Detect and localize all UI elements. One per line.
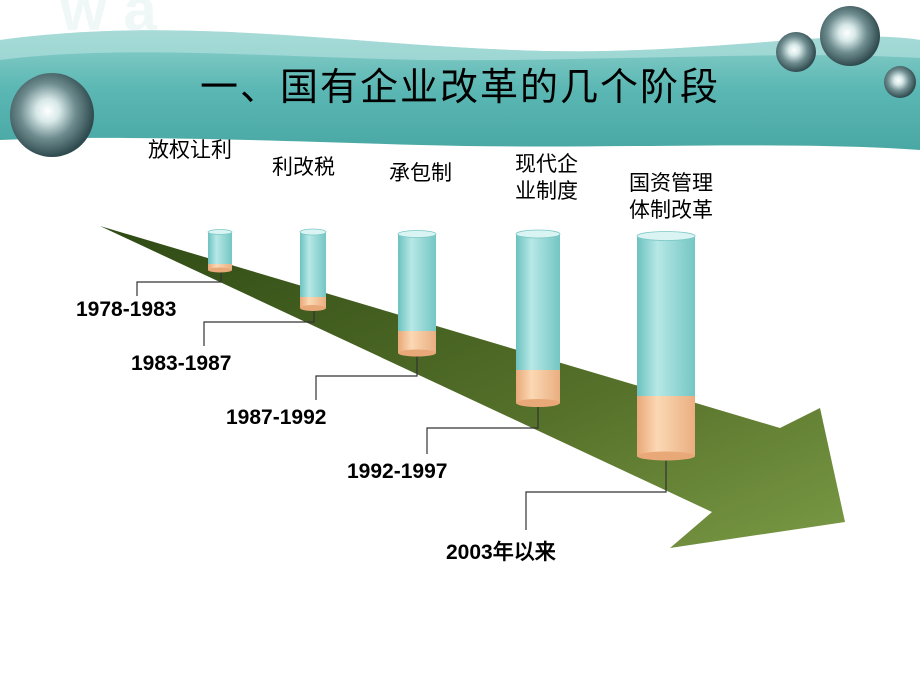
cylinder xyxy=(299,228,327,311)
cylinder xyxy=(515,229,561,407)
leader-line xyxy=(136,272,222,296)
period-label: 1992-1997 xyxy=(347,460,448,483)
slide-title: 一、国有企业改革的几个阶段 xyxy=(199,65,720,109)
leader-line xyxy=(426,404,539,454)
timeline-arrow xyxy=(100,226,845,548)
header-band: w a xyxy=(0,0,920,151)
leader-line xyxy=(315,355,418,400)
stage-label: 承包制 xyxy=(389,161,452,185)
cylinder xyxy=(636,231,696,461)
stage-label: 利改税 xyxy=(272,155,335,179)
stage-label: 现代企 业制度 xyxy=(515,151,578,205)
period-label: 1978-1983 xyxy=(76,298,177,321)
stage-label-line: 国资管理 xyxy=(629,171,713,195)
stage-label-line: 现代企 xyxy=(515,152,578,176)
stage-label: 国资管理 体制改革 xyxy=(629,170,713,224)
period-label: 2003年以来 xyxy=(446,541,556,564)
leader-line xyxy=(525,458,667,530)
stage-label: 放权让利 xyxy=(148,138,232,162)
stage-label-line: 业制度 xyxy=(515,179,578,203)
glass-orb-icon xyxy=(10,6,916,157)
period-label: 1983-1987 xyxy=(131,352,232,375)
stage-label-line: 体制改革 xyxy=(629,198,713,222)
leader-line xyxy=(203,309,315,346)
svg-text:w a: w a xyxy=(59,0,157,43)
cylinder xyxy=(207,229,233,273)
cylinder xyxy=(397,230,437,357)
period-label: 1987-1992 xyxy=(226,406,327,429)
leader-lines xyxy=(136,272,667,530)
